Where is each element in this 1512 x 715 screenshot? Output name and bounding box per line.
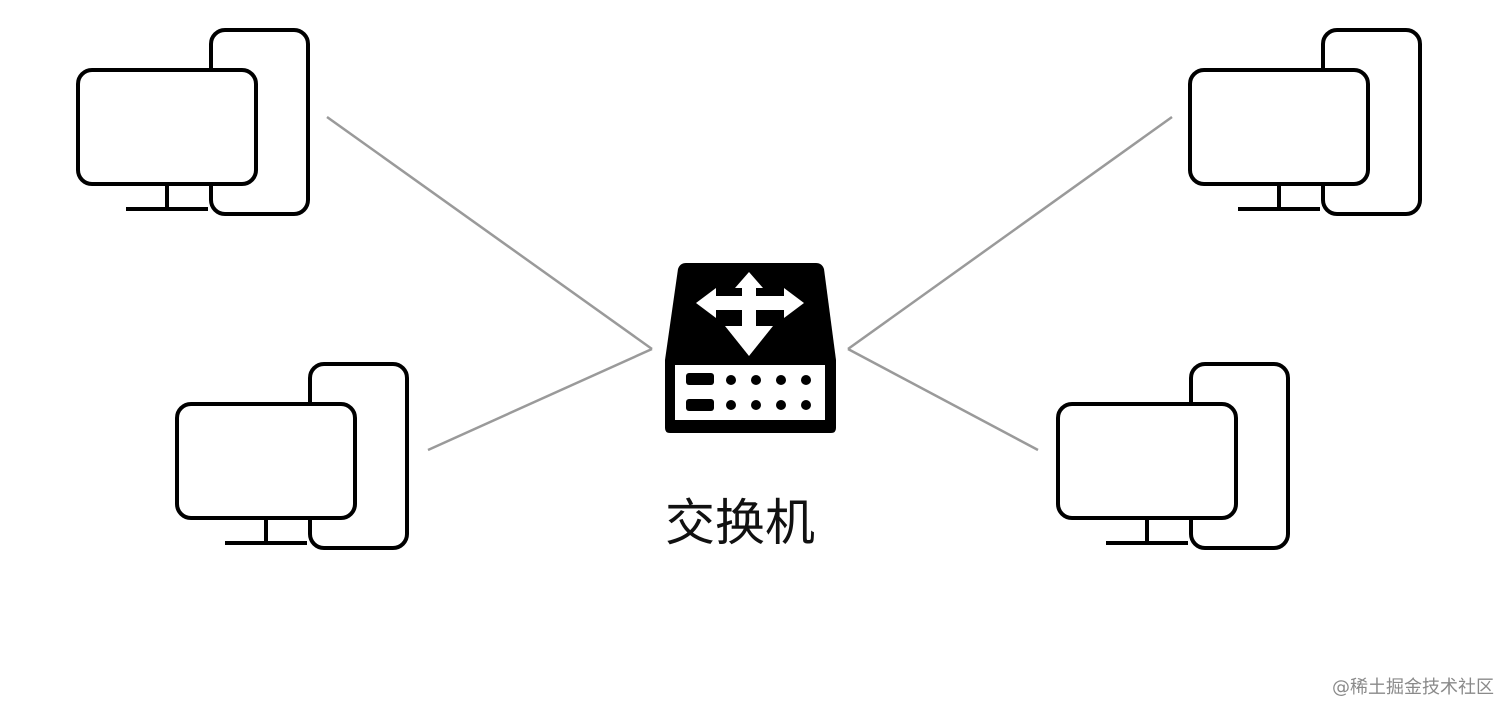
computer-bottom-left <box>175 362 409 550</box>
network-switch-icon <box>665 263 836 433</box>
connection-bottom-right <box>847 347 1039 452</box>
desktop-computer-icon <box>76 28 310 216</box>
desktop-computer-icon <box>1188 28 1422 216</box>
connections <box>326 115 1173 452</box>
computer-top-left <box>76 28 310 216</box>
watermark-text: @稀土掘金技术社区 <box>1332 677 1494 698</box>
connection-top-right <box>847 115 1173 351</box>
switch-label: 交换机 <box>665 494 815 552</box>
desktop-computer-icon <box>1056 362 1290 550</box>
desktop-computer-icon <box>175 362 409 550</box>
computer-top-right <box>1188 28 1422 216</box>
connection-top-left <box>326 115 653 351</box>
computer-bottom-right <box>1056 362 1290 550</box>
connection-bottom-left <box>427 347 653 452</box>
switch <box>665 263 836 433</box>
